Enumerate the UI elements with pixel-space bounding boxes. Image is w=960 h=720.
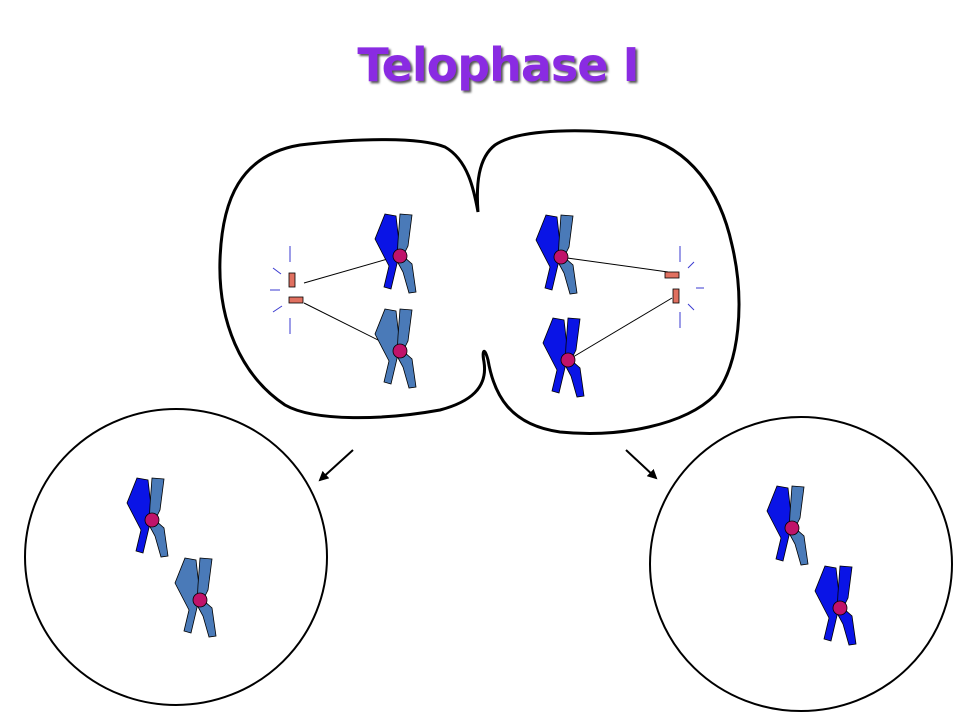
chromosome — [542, 317, 585, 398]
chromosome — [126, 477, 169, 558]
dividing-cell-membrane — [218, 129, 741, 435]
spindle-fiber — [567, 297, 673, 361]
arrow-right — [625, 449, 658, 480]
chromosome — [814, 565, 857, 646]
chromosome — [374, 308, 417, 389]
chromosome — [766, 485, 809, 566]
chromosome — [535, 214, 578, 295]
arrow-left — [318, 449, 354, 482]
slide-title: Telophase I — [357, 38, 639, 92]
centriole-pair-left — [270, 246, 304, 334]
chromosome — [374, 213, 417, 294]
daughter-cell-left — [24, 408, 328, 706]
centriole-pair-right — [664, 246, 704, 328]
chromosome — [174, 557, 217, 638]
spindle-fiber — [559, 256, 669, 273]
spindle-fiber — [303, 255, 399, 284]
daughter-cell-right — [649, 416, 953, 712]
